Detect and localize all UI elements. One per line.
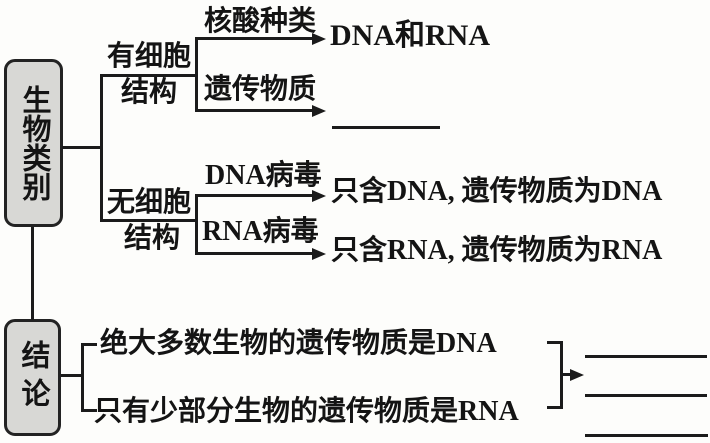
rna-virus-arrow-line <box>195 252 313 255</box>
dna-virus-label: DNA病毒 <box>205 160 322 191</box>
dna-virus-arrow-line <box>195 194 313 197</box>
bracket1-vertical-line <box>100 74 103 222</box>
nucleic-type-arrowhead-icon <box>312 32 326 45</box>
bracket1-bottom-line <box>100 219 197 222</box>
left-bracket-top-tick <box>81 343 97 346</box>
nucleic-type-label: 核酸种类 <box>204 6 317 37</box>
bracket1-top-line <box>100 74 197 77</box>
right-bracket-bottom-tick <box>547 406 563 409</box>
result-only-rna: 只含RNA, 遗传物质为RNA <box>331 235 663 266</box>
genetic-material-label: 遗传物质 <box>204 74 317 105</box>
has-cell-label-line2: 结构 <box>121 77 178 108</box>
no-cell-label-line1: 无细胞 <box>107 187 192 218</box>
root-connector-line <box>62 146 102 149</box>
conclusion-line1: 绝大多数生物的遗传物质是DNA <box>100 328 497 359</box>
genetic-material-arrow-line <box>195 109 313 112</box>
right-bracket-top-tick <box>547 341 563 344</box>
dna-virus-arrowhead-icon <box>312 189 326 202</box>
conclusion-line2: 只有少部分生物的遗传物质是RNA <box>94 396 519 427</box>
conclusion-connector-line <box>61 374 83 377</box>
result-only-dna: 只含DNA, 遗传物质为DNA <box>331 176 663 207</box>
has-cell-label-line1: 有细胞 <box>107 41 192 72</box>
bracket2-vertical-line <box>195 37 198 112</box>
conclusion-arrowhead-icon <box>570 368 584 381</box>
root-to-conclusion-line <box>31 227 34 320</box>
blank-answer-line-2 <box>585 394 707 397</box>
conclusion-node-label: 结论 <box>17 339 49 416</box>
root-node-label: 生物类别 <box>18 85 50 201</box>
result-dna-and-rna: DNA和RNA <box>330 19 490 52</box>
nucleic-type-arrow-line <box>195 37 313 40</box>
blank-answer-line-genetic-material <box>332 126 440 129</box>
left-bracket-bottom-tick <box>81 409 97 412</box>
root-node-box: 生物类别 <box>4 59 63 227</box>
bracket3-vertical-line <box>195 194 198 255</box>
rna-virus-label: RNA病毒 <box>202 216 319 247</box>
genetic-material-arrowhead-icon <box>312 104 326 117</box>
conclusion-node-box: 结论 <box>4 319 61 436</box>
rna-virus-arrowhead-icon <box>312 247 326 260</box>
left-bracket-vertical-line <box>81 343 84 412</box>
blank-answer-line-1 <box>585 355 707 358</box>
conclusion-arrow-line <box>560 373 571 376</box>
blank-answer-line-3 <box>585 434 708 437</box>
no-cell-label-line2: 结构 <box>124 223 181 254</box>
